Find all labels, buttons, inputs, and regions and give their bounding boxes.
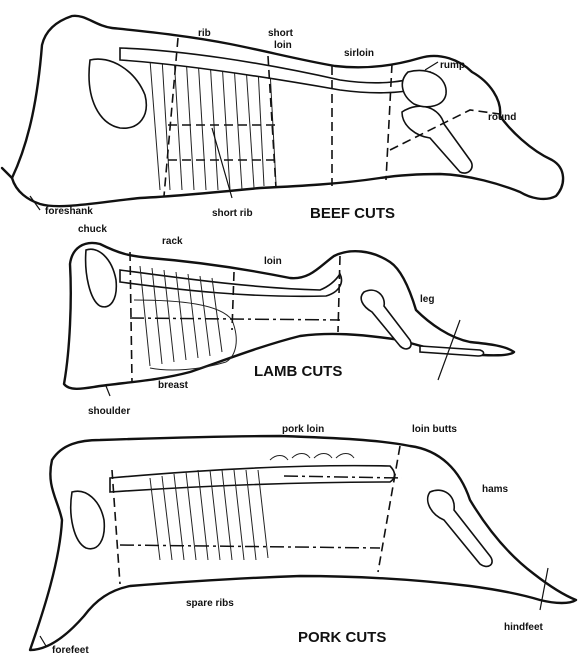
beef-label-short-loin-line2: loin: [274, 40, 292, 51]
lamb-cut-rack-loin: [232, 272, 234, 330]
beef-label-short-rib: short rib: [212, 208, 253, 219]
beef-pointer-rump: [425, 62, 438, 70]
lamb-label-shoulder: shoulder: [88, 406, 130, 417]
beef-label-rib: rib: [198, 28, 211, 39]
pork-cut-loin-belly: [120, 545, 380, 548]
lamb-label-rack: rack: [162, 236, 183, 247]
pork-label-forefeet: forefeet: [52, 645, 89, 656]
beef-label-chuck: chuck: [78, 224, 107, 235]
beef-label-rump: rump: [440, 60, 465, 71]
pork-shoulder-blade: [71, 491, 105, 549]
pork-label-pork-loin: pork loin: [282, 424, 324, 435]
lamb-shoulder-blade: [86, 249, 117, 307]
beef-diagram: rib short loin sirloin rump round foresh…: [2, 16, 563, 235]
lamb-pointer-shoulder: [106, 386, 110, 396]
beef-cut-sirloin-rump: [386, 64, 392, 180]
beef-label-foreshank: foreshank: [45, 206, 93, 217]
lamb-leg-bone: [361, 290, 411, 349]
beef-shoulder-blade: [89, 59, 146, 128]
pork-pointer-hindfeet: [540, 568, 548, 610]
pork-label-hindfeet: hindfeet: [504, 622, 544, 633]
pork-label-hams: hams: [482, 484, 509, 495]
pork-spine: [110, 466, 395, 492]
lamb-label-leg: leg: [420, 294, 434, 305]
pork-cut-loin-ham: [378, 446, 400, 572]
beef-pointer-short-rib: [212, 128, 232, 198]
pork-title: PORK CUTS: [298, 629, 386, 646]
lamb-diagram: rack loin leg breast LAMB CUTS shoulder: [64, 236, 514, 417]
beef-label-round: round: [488, 112, 516, 123]
lamb-label-loin: loin: [264, 256, 282, 267]
pork-label-spare-ribs: spare ribs: [186, 598, 234, 609]
pork-pointer-forefeet: [40, 636, 46, 646]
beef-title: BEEF CUTS: [310, 205, 395, 222]
pork-diagram: pork loin loin butts hams spare ribs hin…: [30, 424, 576, 656]
pork-label-loin-butts: loin butts: [412, 424, 457, 435]
lamb-label-breast: breast: [158, 380, 189, 391]
beef-femur: [402, 106, 472, 173]
lamb-cut-breast: [130, 318, 340, 320]
beef-foreshank-tip: [2, 168, 12, 178]
lamb-hindshank: [420, 346, 484, 356]
lamb-title: LAMB CUTS: [254, 363, 342, 380]
pork-ham-bone: [428, 490, 492, 566]
beef-label-sirloin: sirloin: [344, 48, 374, 59]
beef-label-short-loin-line1: short: [268, 28, 294, 39]
pork-vertebrae: [270, 454, 354, 461]
beef-pelvis: [402, 70, 446, 106]
